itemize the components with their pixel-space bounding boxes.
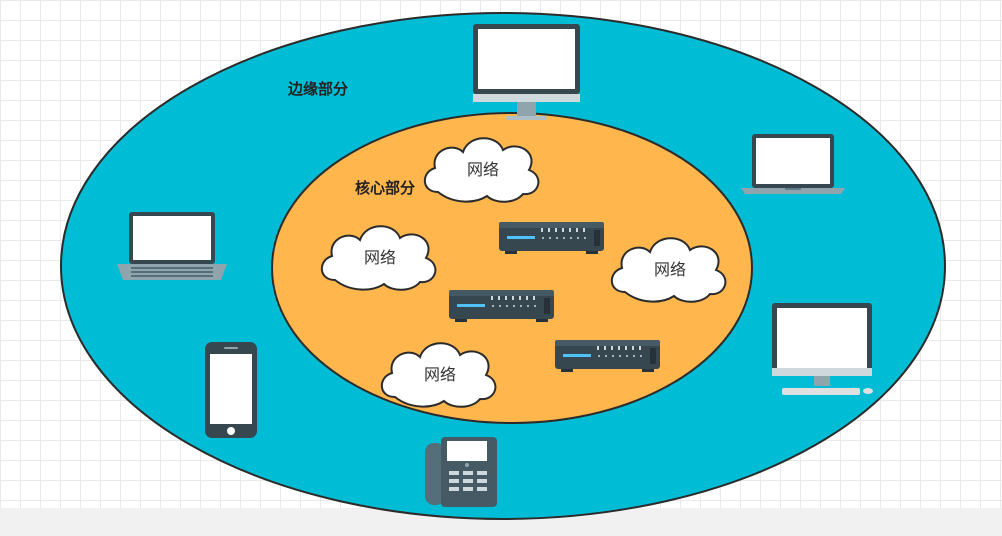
desk-phone-icon (425, 437, 497, 507)
smartphone-icon (205, 342, 257, 438)
cloud-4-label: 网络 (424, 365, 456, 384)
cloud-1-label: 网络 (467, 160, 499, 179)
cloud-4: 网络 (380, 342, 497, 408)
router-icon (555, 340, 660, 372)
cloud-3-label: 网络 (654, 260, 686, 279)
cloud-2: 网络 (320, 225, 437, 291)
router-icon (449, 290, 554, 322)
laptop-icon (117, 212, 227, 280)
cloud-3: 网络 (610, 237, 727, 303)
desktop-computer-icon (772, 303, 873, 395)
edge-label: 边缘部分 (287, 80, 348, 98)
cloud-1: 网络 (423, 137, 540, 203)
router-icon (499, 222, 604, 254)
cloud-2-label: 网络 (364, 248, 396, 267)
monitor-icon (473, 24, 580, 120)
core-label: 核心部分 (355, 179, 415, 197)
laptop-icon (741, 134, 845, 194)
